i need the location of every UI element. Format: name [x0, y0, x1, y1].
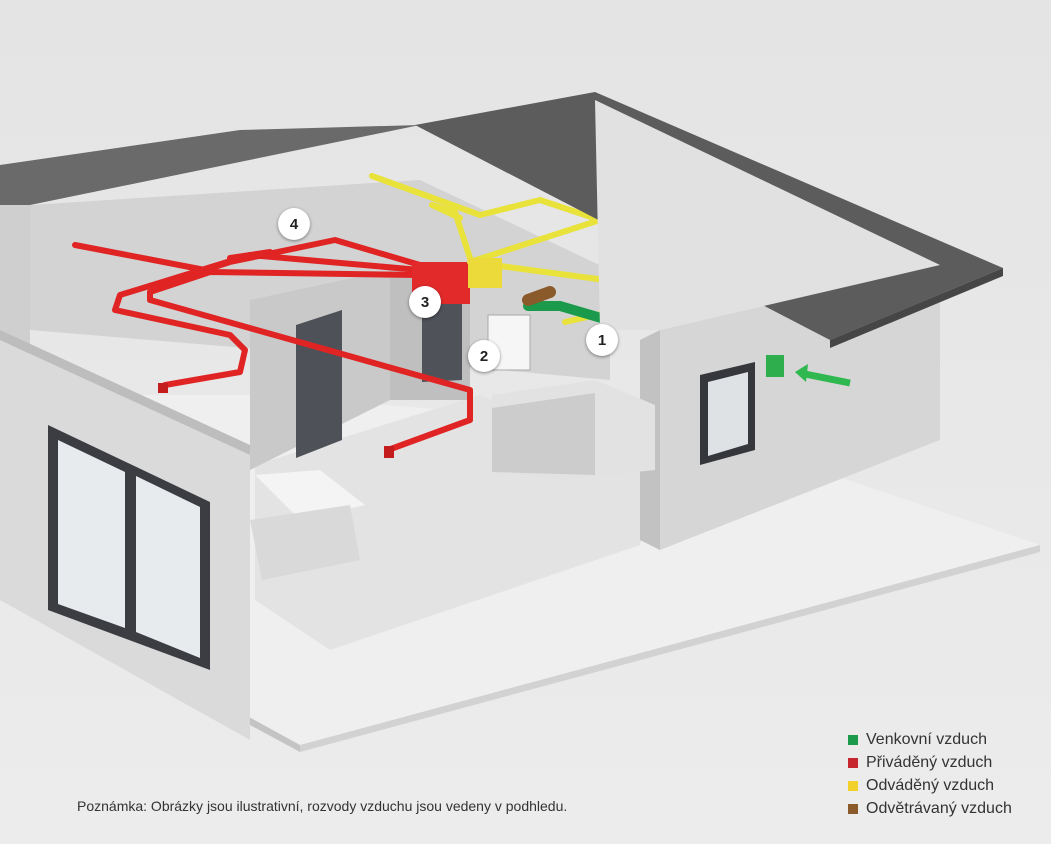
- callout-4: 4: [278, 208, 310, 240]
- supply-terminal-2: [384, 446, 394, 458]
- exhaust-air-duct: [522, 286, 556, 306]
- side-window-glass: [708, 372, 748, 456]
- legend: Venkovní vzduch Přiváděný vzduch Odváděn…: [848, 728, 1043, 820]
- roof-left: [0, 125, 420, 205]
- legend-item-exhaust-air: Odvětrávaný vzduch: [848, 797, 1043, 820]
- legend-item-extract-air: Odváděný vzduch: [848, 774, 1043, 797]
- supply-air-ducts: [72, 237, 473, 453]
- outdoor-air-arrow: [799, 369, 851, 387]
- legend-swatch-outdoor: [848, 734, 858, 745]
- legend-item-supply-air: Přiváděný vzduch: [848, 751, 1043, 774]
- extract-plenum: [468, 258, 502, 288]
- callout-2: 2: [468, 340, 500, 372]
- callout-1-label: 1: [597, 331, 607, 349]
- supply-terminal-1: [158, 383, 168, 393]
- core-door: [422, 298, 462, 382]
- floor-slab-edge-right: [300, 545, 1040, 752]
- gable-wall: [595, 100, 940, 330]
- interior-door: [296, 310, 342, 458]
- outdoor-air-arrow-head: [795, 364, 808, 382]
- legend-swatch-supply: [848, 757, 858, 768]
- callout-3-label: 3: [420, 293, 430, 311]
- legend-label-extract: Odváděný vzduch: [866, 776, 995, 794]
- front-wall-top: [0, 330, 250, 455]
- kitchen-counter-front: [492, 393, 595, 475]
- right-wall: [660, 265, 940, 550]
- outdoor-air-grille: [766, 355, 784, 377]
- legend-label-exhaust: Odvětrávaný vzduch: [866, 799, 1012, 817]
- dining-chairs: [250, 505, 360, 580]
- legend-label-outdoor: Venkovní vzduch: [866, 730, 987, 748]
- roof-right-edge: [830, 268, 1003, 348]
- legend-swatch-extract: [848, 780, 858, 791]
- callout-2-label: 2: [479, 347, 489, 365]
- legend-label-supply: Přiváděný vzduch: [866, 753, 993, 771]
- callout-1: 1: [586, 324, 618, 356]
- sliding-window-glass-left: [58, 440, 125, 628]
- sliding-window-glass-right: [136, 476, 200, 658]
- legend-swatch-exhaust: [848, 803, 858, 814]
- callout-3: 3: [409, 286, 441, 318]
- legend-item-outdoor-air: Venkovní vzduch: [848, 728, 1043, 751]
- illustration-note: Poznámka: Obrázky jsou ilustrativní, roz…: [77, 798, 568, 814]
- callout-4-label: 4: [289, 215, 299, 233]
